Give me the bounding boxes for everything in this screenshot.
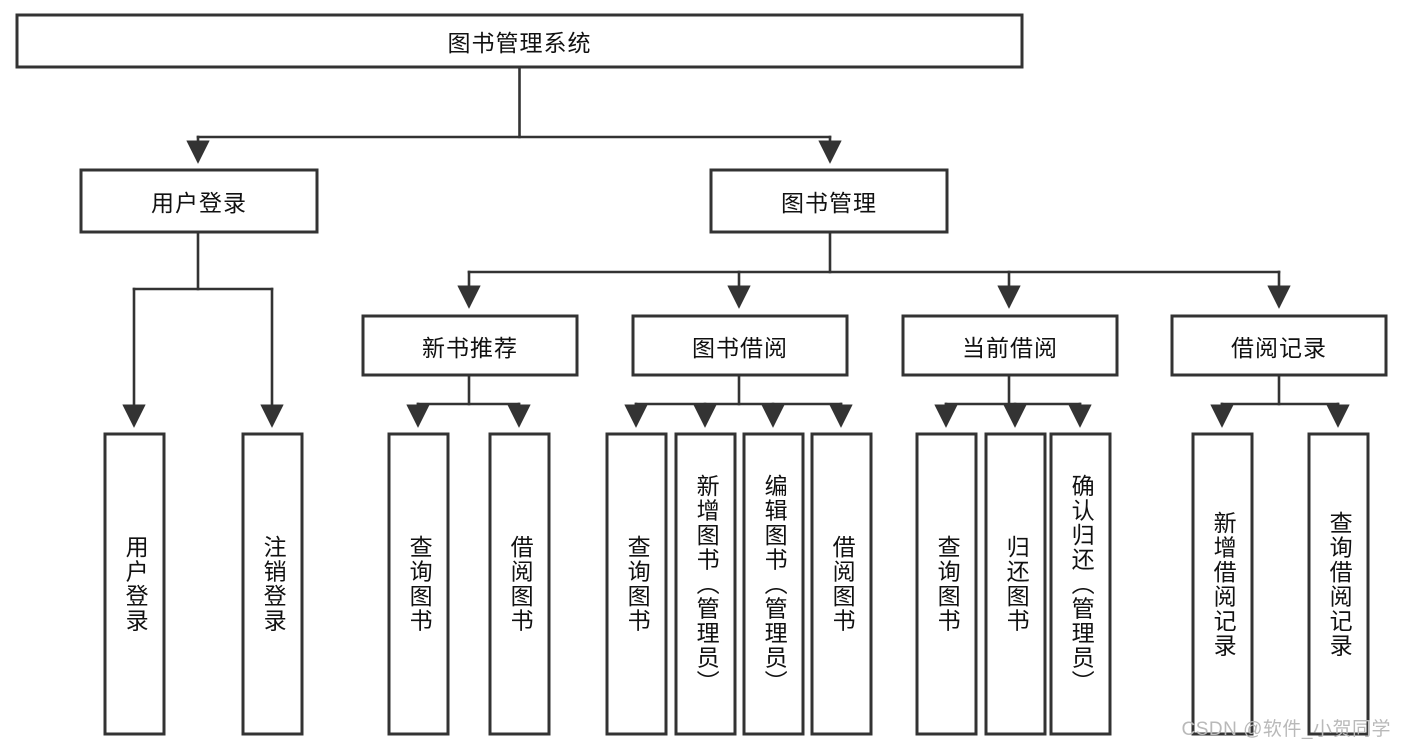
node-box-leaf-return-book[interactable] bbox=[984, 432, 1047, 736]
node-box-leaf-borrow-book-1[interactable] bbox=[488, 432, 551, 736]
node-box-new-book-recommend[interactable] bbox=[361, 314, 579, 377]
node-box-book-borrow[interactable] bbox=[631, 314, 849, 377]
node-box-leaf-query-record[interactable] bbox=[1307, 432, 1370, 736]
connector-group-new-book-recommend bbox=[406, 373, 531, 428]
node-box-leaf-borrow-book-2[interactable] bbox=[810, 432, 873, 736]
node-box-leaf-confirm-return[interactable] bbox=[1049, 432, 1112, 736]
node-box-leaf-user-login[interactable] bbox=[103, 432, 166, 736]
node-box-current-borrow[interactable] bbox=[901, 314, 1119, 377]
node-box-borrow-record[interactable] bbox=[1170, 314, 1388, 377]
connector-group-book-manage bbox=[457, 230, 1291, 309]
node-box-leaf-query-book-3[interactable] bbox=[915, 432, 978, 736]
node-box-leaf-query-book-1[interactable] bbox=[387, 432, 450, 736]
connector-group-root bbox=[186, 65, 842, 164]
node-box-book-manage[interactable] bbox=[709, 168, 949, 234]
node-box-leaf-query-book-2[interactable] bbox=[605, 432, 668, 736]
node-box-leaf-edit-book[interactable] bbox=[742, 432, 805, 736]
node-box-leaf-add-book[interactable] bbox=[674, 432, 737, 736]
connector-group-book-borrow bbox=[624, 373, 853, 428]
node-box-leaf-add-record[interactable] bbox=[1191, 432, 1254, 736]
node-box-root[interactable] bbox=[15, 13, 1024, 69]
connector-group-user-login bbox=[122, 230, 284, 428]
node-box-leaf-user-logout[interactable] bbox=[241, 432, 304, 736]
connector-group-borrow-record bbox=[1210, 373, 1350, 428]
connector-group-current-borrow bbox=[934, 373, 1092, 428]
node-box-user-login[interactable] bbox=[79, 168, 319, 234]
